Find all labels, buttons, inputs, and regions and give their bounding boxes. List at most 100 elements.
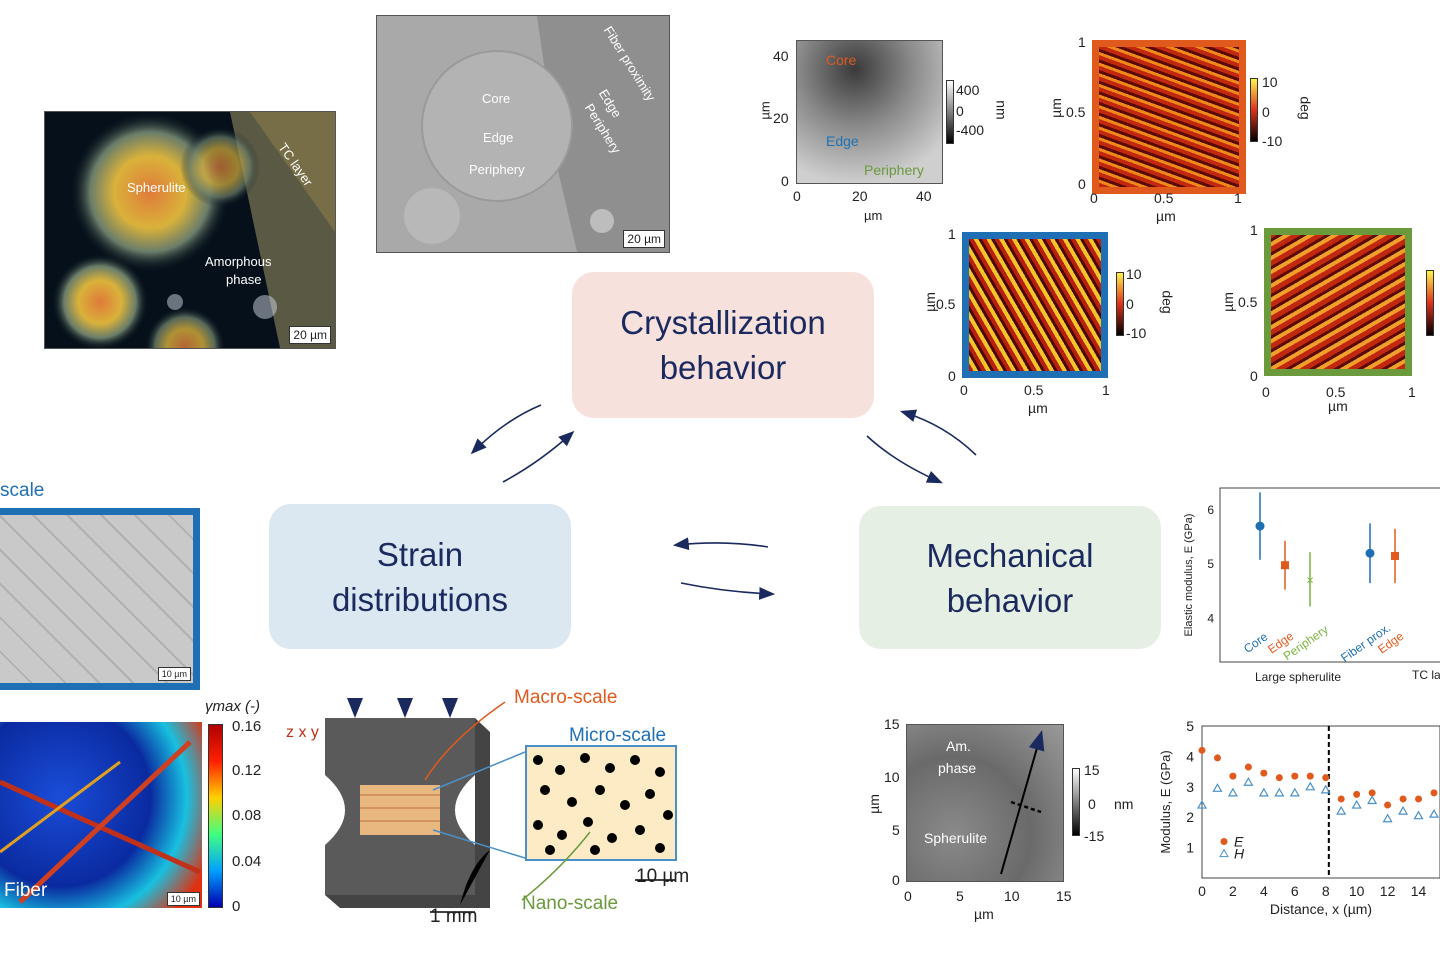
chart2-point-e xyxy=(1384,801,1392,809)
phase-core-ylabel: µm xyxy=(1047,98,1064,118)
afm-bottom-ytick: 10 xyxy=(884,769,900,785)
afm-height-cbar-tick: 0 xyxy=(956,103,964,119)
strain-box: Strain distributions xyxy=(269,504,571,649)
chart2-xtick: 2 xyxy=(1229,883,1237,899)
chart2-ytick: 3 xyxy=(1186,779,1194,795)
arrow-mech-to-cryst xyxy=(899,409,977,456)
chart1-category: Core xyxy=(1241,629,1271,656)
chart2-legend-h: H xyxy=(1234,846,1245,862)
chart2-point-e xyxy=(1198,746,1206,754)
chart2-point-h xyxy=(1274,787,1285,797)
afm-height-map: 40 20 0 0 20 40 µm µm Core Edge Peripher… xyxy=(756,38,1010,228)
phase-core-cbar-tick: -10 xyxy=(1262,133,1283,149)
afm-height-xlabel: µm xyxy=(864,208,883,223)
phase-edge-xtick: 0 xyxy=(960,382,968,398)
arrow-cryst-to-strain xyxy=(470,404,542,455)
chart2-point-h xyxy=(1398,805,1409,815)
phase-core-xtick: 0.5 xyxy=(1154,190,1174,206)
phase-core-ytick: 0 xyxy=(1078,176,1086,192)
chart2-xtick: 10 xyxy=(1349,883,1365,899)
chart2-point-e xyxy=(1322,774,1330,782)
phase-edge-xtick: 0.5 xyxy=(1024,382,1044,398)
strain-sem-scalebar: 10 µm xyxy=(157,667,191,681)
chart2-point-h xyxy=(1428,808,1440,818)
strain-map-fiber-label: Fiber xyxy=(4,880,48,901)
chart2-point-h xyxy=(1258,787,1269,797)
chart2-point-h xyxy=(1413,810,1424,820)
amorphous-label-1: Amorphous xyxy=(205,254,272,269)
polarized-scalebar: 20 µm xyxy=(289,326,331,344)
chart1-frame xyxy=(1219,487,1440,663)
phase-core-cbar-tick: 10 xyxy=(1262,74,1278,90)
phase-periph-image xyxy=(1264,228,1412,376)
nano-scale-label: Nano-scale xyxy=(522,893,619,914)
afm-height-xtick: 20 xyxy=(852,188,868,204)
strain-cbar-tick: 0.16 xyxy=(232,718,262,735)
crystallization-box: Crystallization behavior xyxy=(572,272,874,418)
arrow-mech-to-strain xyxy=(672,537,769,551)
afm-edge-label: Edge xyxy=(826,133,859,149)
down-arrows xyxy=(347,698,458,718)
strain-panel-title: scale xyxy=(0,480,45,501)
chart2-xlabel: Distance, x (µm) xyxy=(1270,901,1372,917)
phase-edge-ylabel: µm xyxy=(921,292,938,312)
crystallization-line2: behavior xyxy=(659,349,787,386)
mechanical-box: Mechanical behavior xyxy=(859,506,1161,649)
strain-cbar-title: γmax (-) xyxy=(205,698,260,715)
afm-height-ytick: 40 xyxy=(773,48,789,64)
phase-core-ytick: 1 xyxy=(1078,34,1086,50)
chart2-point-e xyxy=(1399,795,1407,803)
afm-bottom-ytick: 0 xyxy=(892,872,900,888)
specimen-schematic xyxy=(325,698,677,913)
mechanical-line1: Mechanical xyxy=(926,536,1094,574)
phase-periph-ytick: 0.5 xyxy=(1238,294,1258,310)
chart1-point: × xyxy=(1306,572,1314,587)
arrow-strain-to-cryst xyxy=(502,430,575,483)
afm-height-xtick: 40 xyxy=(916,188,932,204)
chart2-legend-h-marker xyxy=(1219,848,1229,858)
phase-edge-colorbar xyxy=(1116,272,1124,336)
chart2-ytick: 2 xyxy=(1186,809,1194,825)
chart2-point-e xyxy=(1291,772,1299,780)
chart1-ylabel: Elastic modulus, E (GPa) xyxy=(1183,514,1195,637)
phase-core-colorbar xyxy=(1250,78,1258,142)
phase-core-xlabel: µm xyxy=(1156,208,1176,224)
afm-bottom-am2: phase xyxy=(938,760,977,776)
phase-edge-ytick: 1 xyxy=(948,226,956,242)
strain-sem-image: 10 µm xyxy=(0,508,200,690)
chart2-point-e xyxy=(1430,789,1438,797)
chart2-point-h xyxy=(1305,781,1316,791)
afm-height-cbar-tick: 400 xyxy=(956,82,980,98)
sem-core-label: Core xyxy=(482,91,511,106)
arrow-cryst-to-mech xyxy=(866,435,943,484)
crystallization-line1: Crystallization xyxy=(620,304,826,341)
phase-edge-xtick: 1 xyxy=(1102,382,1110,398)
fiber-dots xyxy=(533,753,673,855)
phase-periph-ylabel: µm xyxy=(1219,292,1236,312)
phase-core-xtick: 0 xyxy=(1090,190,1098,206)
phase-edge-cbar-tick: -10 xyxy=(1126,325,1147,341)
chart2-point-h xyxy=(1212,783,1223,792)
specimen-axes-label: z x y xyxy=(286,724,319,741)
afm-height-colorbar xyxy=(946,80,954,144)
afm-bottom-xlabel: µm xyxy=(974,906,994,922)
afm-bottom-ylabel: µm xyxy=(865,794,882,814)
chart2-point-h xyxy=(1336,805,1347,815)
phase-periph-xtick: 0.5 xyxy=(1326,384,1346,400)
chart2-point-e xyxy=(1229,772,1237,780)
chart2-ylabel: Modulus, E (GPa) xyxy=(1158,750,1173,853)
micro-scale-label: Micro-scale xyxy=(569,725,667,746)
afm-core-label: Core xyxy=(826,52,857,68)
chart2-point-e xyxy=(1260,769,1268,777)
strain-map-bands xyxy=(0,740,202,904)
afm-height-image xyxy=(796,40,943,184)
afm-height-cbar-unit: nm xyxy=(993,100,1010,120)
phase-core-cbar-unit: deg xyxy=(1297,96,1314,120)
afm-bottom-ytick: 5 xyxy=(892,822,900,838)
chart2-legend-e: E xyxy=(1234,834,1244,850)
afm-bottom-cbar-tick: 15 xyxy=(1084,762,1100,778)
chart2-xtick: 8 xyxy=(1322,883,1330,899)
chart2-point-h xyxy=(1196,799,1208,809)
sem-periphery-label: Periphery xyxy=(469,162,525,177)
